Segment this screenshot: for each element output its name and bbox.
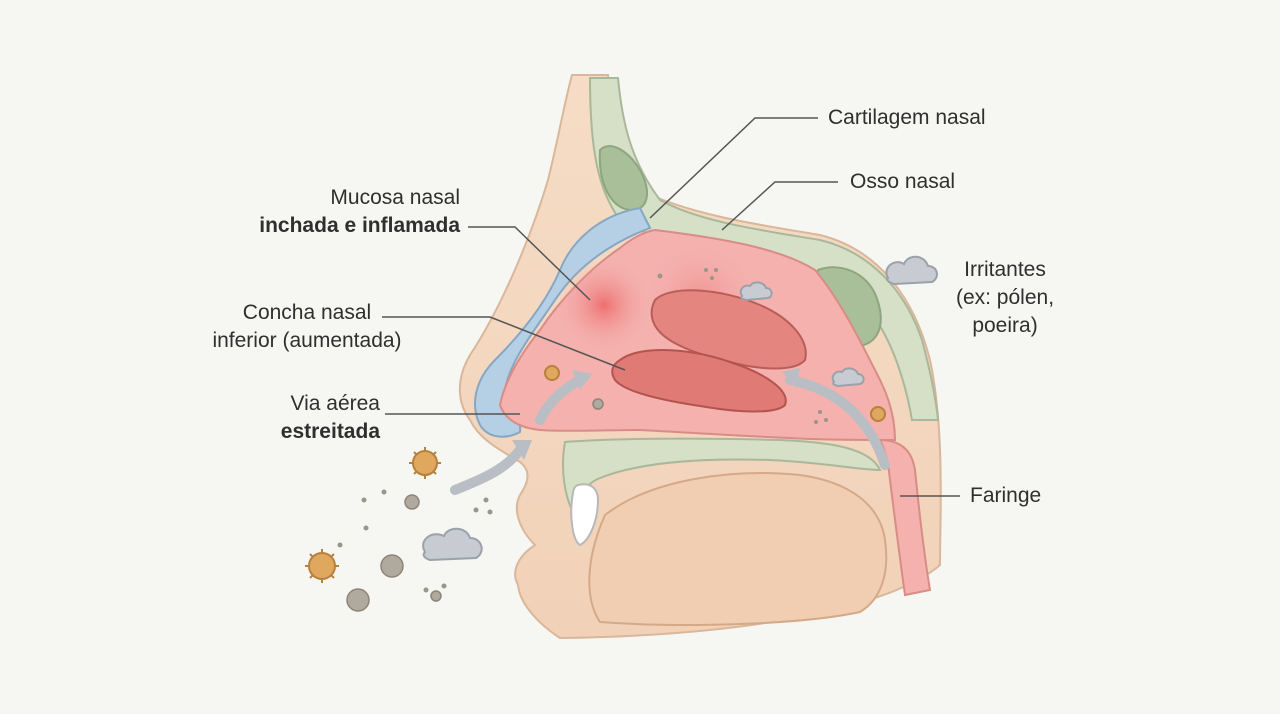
label-irritants-line3: poeira) xyxy=(972,314,1038,337)
dust-cloud-icon xyxy=(422,255,938,562)
label-cartilage: Cartilagem nasal xyxy=(828,106,986,129)
label-airway: Via aérea estreitada xyxy=(240,390,380,446)
label-irritants-line1: Irritantes xyxy=(964,258,1046,281)
pharynx xyxy=(878,438,932,597)
label-concha-line2: inferior (aumentada) xyxy=(212,329,402,352)
middle-turbinate xyxy=(650,289,807,370)
label-irritants-line2: (ex: pólen, xyxy=(955,286,1055,309)
inferior-turbinate xyxy=(611,349,787,413)
label-mucosa-line2: inchada e inflamada xyxy=(259,214,460,237)
dust-particles xyxy=(346,398,604,612)
label-airway-line2: estreitada xyxy=(280,420,380,443)
label-mucosa: Mucosa nasal inchada e inflamada xyxy=(226,184,460,240)
tongue xyxy=(588,472,888,626)
pollen-spikes xyxy=(305,447,441,583)
label-mucosa-line1: Mucosa nasal xyxy=(330,186,460,209)
leader-lines xyxy=(382,117,960,497)
label-irritants: Irritantes (ex: pólen, poeira) xyxy=(942,256,1068,340)
leader-mucosa xyxy=(468,226,591,301)
label-concha-line1: Concha nasal xyxy=(242,301,372,324)
label-airway-line1: Via aérea xyxy=(290,392,380,415)
label-concha: Concha nasal inferior (aumentada) xyxy=(188,299,426,355)
leader-nasal-bone xyxy=(721,181,838,231)
label-pharynx: Faringe xyxy=(970,484,1042,507)
inflammation-hotspot xyxy=(558,259,650,351)
label-nasal-bone: Osso nasal xyxy=(850,170,956,193)
airflow-arrow-icon xyxy=(450,375,890,495)
tooth xyxy=(570,483,600,547)
airflow-arrowheads xyxy=(512,368,800,460)
leader-concha xyxy=(382,316,626,371)
frontal-sinus xyxy=(598,145,648,212)
leader-cartilage xyxy=(649,117,818,219)
fine-particles xyxy=(337,268,828,593)
